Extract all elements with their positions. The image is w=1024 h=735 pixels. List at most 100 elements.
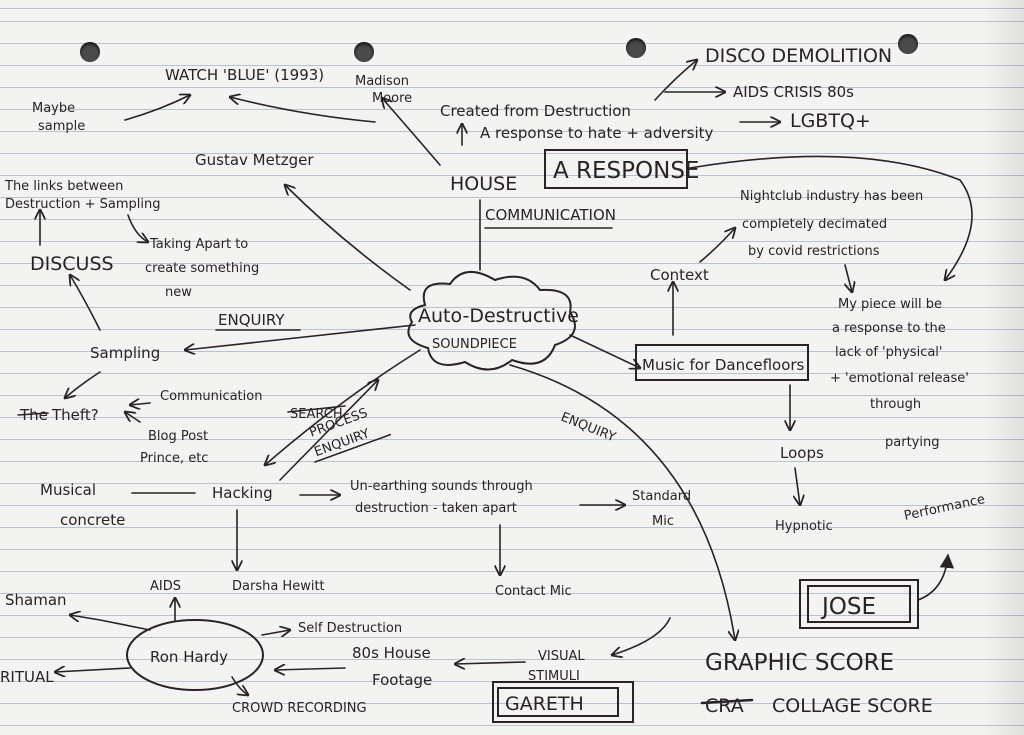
music-for-dancefloors-box	[635, 344, 809, 381]
arrow-to-ritual	[55, 668, 131, 672]
theft-label: Theft?	[51, 406, 99, 424]
arrow-to-watch-blue	[230, 97, 376, 123]
theft-struck-label: The	[19, 406, 48, 424]
performance-label: Performance	[903, 492, 987, 524]
disco-demolition-label: DISCO DEMOLITION	[705, 45, 892, 67]
context-label: Context	[650, 266, 709, 284]
house-footage-label: 80s House	[352, 644, 431, 662]
strike-through	[287, 405, 346, 413]
my-piece-label-3: lack of 'physical'	[835, 345, 943, 360]
darsha-hewitt-label: Darsha Hewitt	[232, 579, 325, 594]
arrow-to-hypnotic	[795, 467, 800, 505]
blog-post-label: Blog Post	[148, 429, 208, 444]
music-for-dancefloors-label: Music for Dancefloors	[642, 356, 805, 374]
my-piece-label-5: through	[870, 397, 921, 412]
gustav-metzger-label: Gustav Metzger	[195, 151, 314, 169]
arrow-to-madison	[382, 98, 441, 166]
arrow-to-metzger	[285, 185, 411, 291]
arrow-to-footage	[455, 662, 526, 664]
arrow-score-to-visual	[612, 617, 671, 655]
connectors	[40, 60, 973, 695]
my-piece-label: My piece will be	[838, 297, 942, 312]
ritual-label: RITUAL	[0, 668, 54, 686]
discuss-label: DISCUSS	[30, 253, 114, 275]
jose-outer-box	[799, 579, 919, 629]
collage-struck-label: CRA	[705, 695, 744, 717]
punch-hole	[354, 42, 374, 62]
watch-blue-label: WATCH 'BLUE' (1993)	[165, 66, 324, 84]
moore-label: Moore	[372, 91, 412, 106]
maybe-sample-label: Maybe	[32, 101, 75, 116]
gareth-label: GARETH	[505, 693, 584, 715]
taking-apart-label-2: create something	[145, 261, 259, 276]
communication-label: COMMUNICATION	[485, 206, 616, 224]
enquiry-left-label: ENQUIRY	[218, 311, 285, 329]
visual-label: VISUAL	[538, 649, 585, 664]
arrow-process-to-center	[279, 380, 378, 481]
process-underline	[314, 433, 392, 463]
maybe-sample-label-2: sample	[38, 119, 85, 134]
jose-inner-box	[807, 585, 911, 623]
taking-apart-label: Taking Apart to	[149, 237, 248, 252]
my-piece-label-2: a response to the	[832, 321, 946, 336]
arrow-to-graphic-score	[509, 364, 735, 640]
nightclub-label-2: completely decimated	[742, 217, 887, 232]
arrow-to-hacking	[265, 349, 421, 465]
arrow-communication	[130, 403, 151, 405]
arrow-sample-to-watch	[124, 95, 190, 121]
center-title: Auto-Destructive	[418, 305, 579, 327]
strike-through	[700, 698, 754, 705]
punch-hole	[80, 42, 100, 62]
lgbtq-label: LGBTQ+	[790, 110, 871, 132]
blog-post-label-2: Prince, etc	[140, 451, 208, 466]
a-response-label: A RESPONSE	[553, 158, 699, 184]
loops-label: Loops	[780, 444, 824, 462]
arrow-to-disco	[654, 60, 697, 101]
aids-crisis-label: AIDS CRISIS 80s	[733, 83, 854, 101]
graphic-score-label: GRAPHIC SCORE	[705, 650, 894, 676]
collage-score-label: COLLAGE SCORE	[772, 695, 933, 717]
footage-label: Footage	[372, 671, 432, 689]
a-response-box	[544, 149, 688, 189]
arrow-to-dancefloors	[569, 334, 640, 368]
communication-small-label: Communication	[160, 389, 262, 404]
taking-apart-label-3: new	[165, 285, 192, 300]
unearthing-label: Un-earthing sounds through	[350, 479, 533, 494]
house-label: HOUSE	[450, 173, 517, 195]
nightclub-label: Nightclub industry has been	[740, 189, 923, 204]
unearthing-label-2: destruction - taken apart	[355, 501, 517, 516]
my-piece-label-6: partying	[885, 435, 939, 450]
hypnotic-label: Hypnotic	[775, 519, 833, 534]
standard-label: Standard	[632, 489, 691, 504]
arrow-to-self-destruction	[261, 630, 290, 635]
contact-mic-label: Contact Mic	[495, 584, 572, 599]
self-destruction-label: Self Destruction	[298, 621, 402, 636]
arrow-response-to-piece	[689, 155, 973, 280]
punch-hole	[898, 34, 918, 54]
gareth-outer-box	[492, 681, 634, 723]
gareth-inner-box	[497, 687, 619, 717]
arrow-to-crowd	[231, 676, 248, 695]
arrow-to-nightclub	[699, 228, 735, 263]
page-shadow	[984, 0, 1024, 735]
links-label: The links between	[4, 179, 123, 194]
musical-label: Musical	[40, 481, 96, 499]
hacking-label: Hacking	[212, 484, 273, 502]
ron-hardy-circle	[126, 619, 264, 691]
mic-label: Mic	[652, 514, 674, 529]
links-label-2: Destruction + Sampling	[5, 197, 161, 212]
center-subtitle: SOUNDPIECE	[432, 337, 517, 352]
arrow-blog-post	[125, 412, 141, 423]
enquiry-right-label: ENQUIRY	[559, 410, 618, 446]
center-cloud	[407, 271, 576, 371]
jose-label: JOSE	[820, 594, 876, 620]
madison-label: Madison	[355, 74, 409, 89]
stimuli-label: STIMULI	[528, 669, 580, 684]
arrow-to-ron-hardy	[275, 668, 346, 670]
response-to-hate-label: A response to hate + adversity	[480, 124, 714, 142]
created-from-destruction-label: Created from Destruction	[440, 102, 631, 120]
punch-hole	[626, 38, 646, 58]
arrow-to-taking-apart	[127, 214, 148, 242]
